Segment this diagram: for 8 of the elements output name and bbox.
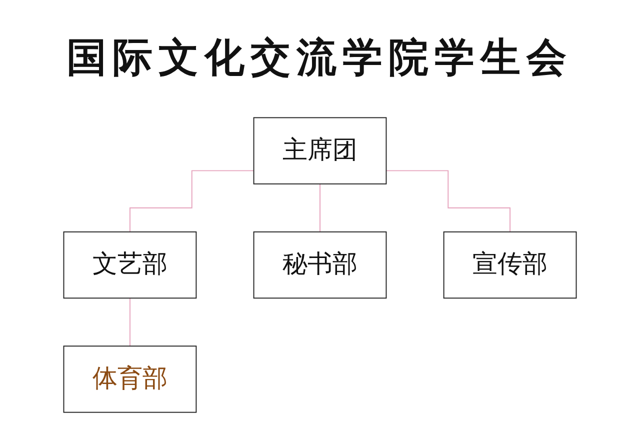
connector bbox=[386, 170, 510, 232]
connector bbox=[130, 170, 254, 232]
node-box: 宣传部 bbox=[443, 231, 577, 299]
node-box: 主席团 bbox=[253, 117, 387, 184]
node-box: 文艺部 bbox=[63, 231, 197, 299]
node-box: 秘书部 bbox=[253, 231, 387, 299]
node-box: 体育部 bbox=[63, 346, 197, 413]
title: 国际文化交流学院学生会 bbox=[66, 33, 574, 83]
